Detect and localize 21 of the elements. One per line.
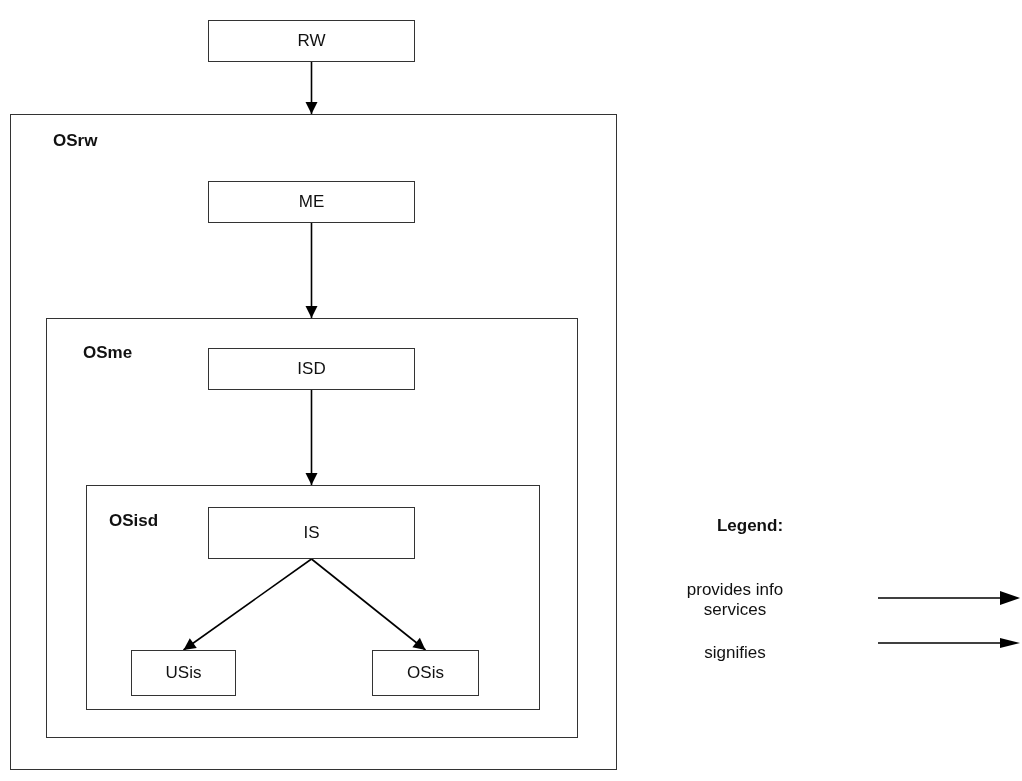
container-box	[46, 318, 578, 738]
process-box	[208, 348, 415, 390]
container-heading: OSme	[83, 343, 133, 363]
container-box	[10, 114, 617, 770]
legend-text: provides info services	[685, 580, 785, 620]
box-label: USis	[165, 663, 202, 683]
container-heading: OSrw	[53, 131, 98, 151]
process-box	[372, 650, 479, 696]
box-label: RW	[297, 31, 326, 51]
process-box	[131, 650, 236, 696]
box-label: ISD	[297, 359, 326, 379]
box-label: IS	[303, 523, 320, 543]
container-box	[86, 485, 540, 710]
box-label: ME	[298, 192, 325, 212]
process-box	[208, 20, 415, 62]
box-label: OSis	[407, 663, 444, 683]
legend-text: signifies	[703, 643, 767, 663]
container-heading: OSisd	[109, 511, 159, 531]
process-box	[208, 181, 415, 223]
legend-title: Legend:	[715, 516, 785, 536]
process-box	[208, 507, 415, 559]
